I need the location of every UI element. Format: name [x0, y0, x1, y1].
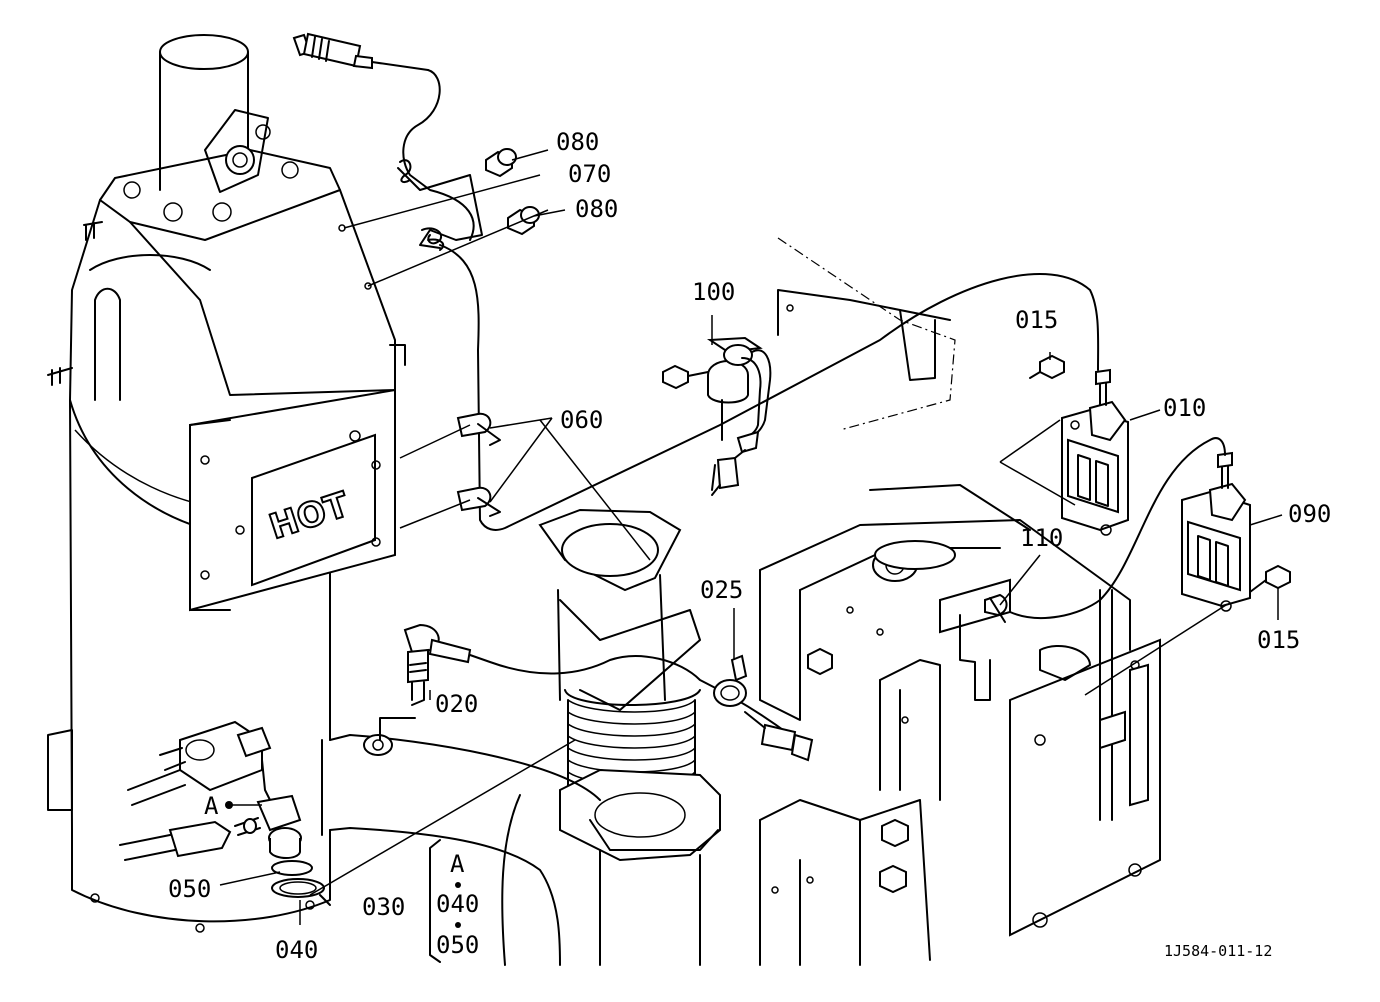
mounting-frame: [759, 484, 1161, 966]
label-020: 020: [435, 690, 478, 718]
label-040: 040: [275, 936, 318, 964]
label-015-top: 015: [1015, 306, 1058, 334]
label-010: 010: [1163, 394, 1206, 422]
label-015-right: 015: [1257, 626, 1300, 654]
label-060: 060: [560, 406, 603, 434]
nox-sensor-090: [1009, 437, 1251, 619]
rear-shroud-panel: [777, 237, 956, 431]
kit-bracket: [429, 839, 441, 963]
pressure-sensor-100: [662, 336, 772, 496]
dpf-assembly: HOT: [47, 34, 406, 933]
label-090: 090: [1288, 500, 1331, 528]
sensor-bracket-070: [397, 159, 483, 251]
label-080-mid: 080: [575, 195, 618, 223]
bolt-080-top: [485, 148, 517, 178]
label-A: A: [204, 792, 219, 820]
label-050: 050: [168, 875, 211, 903]
label-080-top: 080: [556, 128, 599, 156]
leader-lines: [219, 149, 1283, 925]
exhaust-elbow-pipe: [321, 734, 601, 966]
kit-label-040: 040: [436, 890, 479, 918]
harness-clamp-110: [984, 593, 1008, 623]
label-030: 030: [362, 893, 405, 921]
label-110: 110: [1020, 524, 1063, 552]
label-100: 100: [692, 278, 735, 306]
bolt-015-top: [1029, 354, 1065, 380]
flex-bellows-pipe: [538, 508, 721, 966]
exhaust-temp-sensor-top: [292, 32, 1100, 531]
exhaust-temp-sensor-020: [379, 623, 791, 741]
nox-sensor-010: [1061, 368, 1129, 536]
dosing-injector-assembly: [119, 720, 331, 906]
harness-clamp-025: [713, 654, 814, 762]
drawing-id: 1J584-011-12: [1164, 942, 1272, 960]
harness-clamp-060: [456, 412, 501, 517]
bolt-015-right: [1249, 564, 1291, 593]
label-025: 025: [700, 576, 743, 604]
label-070: 070: [568, 160, 611, 188]
kit-label-050: 050: [436, 931, 479, 959]
kit-label-A: A: [450, 850, 465, 878]
